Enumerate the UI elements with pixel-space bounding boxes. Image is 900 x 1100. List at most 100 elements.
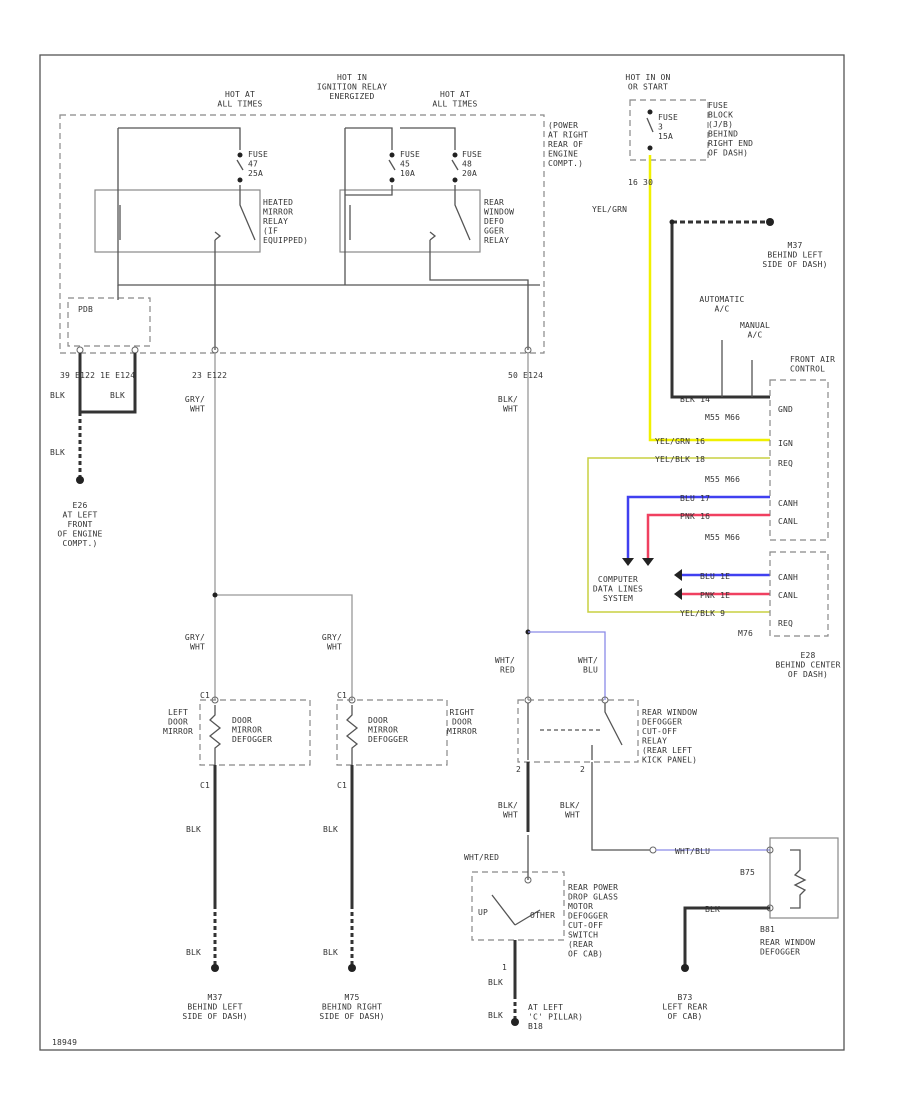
label-line: WHT (190, 643, 205, 652)
label-line: BEHIND RIGHT (322, 1003, 382, 1012)
label-blk-1: BLK (50, 391, 65, 400)
ground-e26 (76, 476, 84, 484)
label-blu-canh: BLU 1E (700, 572, 730, 581)
pdb-wire-3 (239, 185, 256, 241)
right-door-mirror-box (336, 699, 448, 766)
label-line: B73 (677, 993, 692, 1002)
label-m55-m66-1: M55 M66 (705, 413, 740, 422)
label-line: MIRROR (163, 727, 193, 736)
label-line: BLK/ (560, 801, 580, 810)
label-line: BEHIND LEFT (767, 251, 822, 260)
label-line: OF DASH) (788, 670, 828, 679)
label-line: 25A (248, 169, 263, 178)
label-blu-17: BLU 17 (680, 494, 710, 503)
label-line: 'C' PILLAR) (528, 1013, 583, 1022)
label-line: HOT AT (225, 90, 255, 99)
label-line: RIGHT END (708, 139, 753, 148)
label-gry-wht-2: GRY/WHT (185, 633, 205, 652)
label-line: ALL TIMES (432, 100, 477, 109)
label-line: DEFOGGER (568, 912, 608, 921)
label-line: (J/B) (708, 120, 733, 129)
label-line: BLOCK (708, 111, 733, 120)
label-up: UP (478, 908, 488, 917)
power-distribution-box (59, 114, 545, 354)
diagram-frame (39, 54, 845, 1051)
label-line: ENERGIZED (329, 92, 374, 101)
label-line: DOOR (168, 718, 188, 727)
label-reference: 18949 (52, 1038, 77, 1047)
wire-yel-grn-fuse (648, 155, 770, 442)
label-m55-m66-3: M55 M66 (705, 533, 740, 542)
wire-yel-blk (587, 457, 770, 613)
label-b18: AT LEFT'C' PILLAR)B18 (528, 1003, 583, 1031)
label-line: FUSE (248, 150, 268, 159)
label-line: HOT IN ON (625, 73, 670, 82)
right-heater-element (345, 696, 359, 765)
label-blk-wht-1: BLK/WHT (498, 395, 518, 414)
label-line: GRY/ (322, 633, 342, 642)
label-line: SWITCH (568, 931, 598, 940)
label-line: AUTOMATIC (699, 295, 744, 304)
label-line: DOOR (368, 716, 388, 725)
label-line: GGER (484, 227, 504, 236)
label-line: (REAR LEFT (642, 746, 692, 755)
label-line: 15A (658, 132, 673, 141)
connector-pin (131, 346, 139, 354)
label-canh: CANH (778, 499, 798, 508)
label-blk-wht-2: BLK/WHT (498, 801, 518, 820)
label-line: M75 (344, 993, 359, 1002)
label-line: AT LEFT (528, 1003, 563, 1012)
label-line: WINDOW (484, 208, 514, 217)
left-door-mirror-box (199, 699, 311, 766)
label-gnd: GND (778, 405, 793, 414)
label-line: GRY/ (185, 633, 205, 642)
label-pin-2-right: 2 (580, 765, 585, 774)
label-line: MOTOR (568, 902, 593, 911)
label-line: REAR (484, 198, 504, 207)
label-gry-wht-3: GRY/WHT (322, 633, 342, 652)
can-arrow-l2 (674, 569, 682, 581)
label-line: DROP GLASS (568, 893, 618, 902)
label-line: MIRROR (263, 208, 293, 217)
wire-blk-m37-top (670, 222, 770, 399)
label-blk-6: BLK (186, 948, 201, 957)
label-line: EQUIPPED) (263, 236, 308, 245)
label-line: FUSE (658, 113, 678, 122)
label-req-2: REQ (778, 619, 793, 628)
label-blk-defogger: BLK (705, 905, 720, 914)
label-line: FRONT AIR (790, 355, 835, 364)
label-line: OF ENGINE (57, 530, 102, 539)
wire-blu-can (626, 495, 770, 560)
label-line: REAR WINDOW (642, 708, 697, 717)
label-line: DEFOGGER (642, 718, 682, 727)
label-line: BLU (583, 666, 598, 675)
wire-gry-wht-branch (215, 594, 353, 700)
label-line: A/C (714, 305, 729, 314)
label-line: CUT-OFF (642, 727, 677, 736)
label-line: RIGHT (449, 708, 474, 717)
label-line: WHT (503, 405, 518, 414)
label-line: MIRROR (232, 726, 262, 735)
label-req: REQ (778, 459, 793, 468)
label-line: OF CAB) (568, 950, 603, 959)
label-line: 48 (462, 160, 472, 169)
label-line: DOOR (232, 716, 252, 725)
label-blk-wht-3: BLK/WHT (560, 801, 580, 820)
label-blk-14: BLK 14 (680, 395, 710, 404)
fuse-block-box (629, 99, 709, 161)
label-b75: B75 (740, 868, 755, 877)
label-line: DEFOGGER (232, 735, 272, 744)
label-line: LEFT REAR (662, 1003, 707, 1012)
label-line: WHT/ (495, 656, 515, 665)
label-gry-wht-1: GRY/WHT (185, 395, 205, 414)
